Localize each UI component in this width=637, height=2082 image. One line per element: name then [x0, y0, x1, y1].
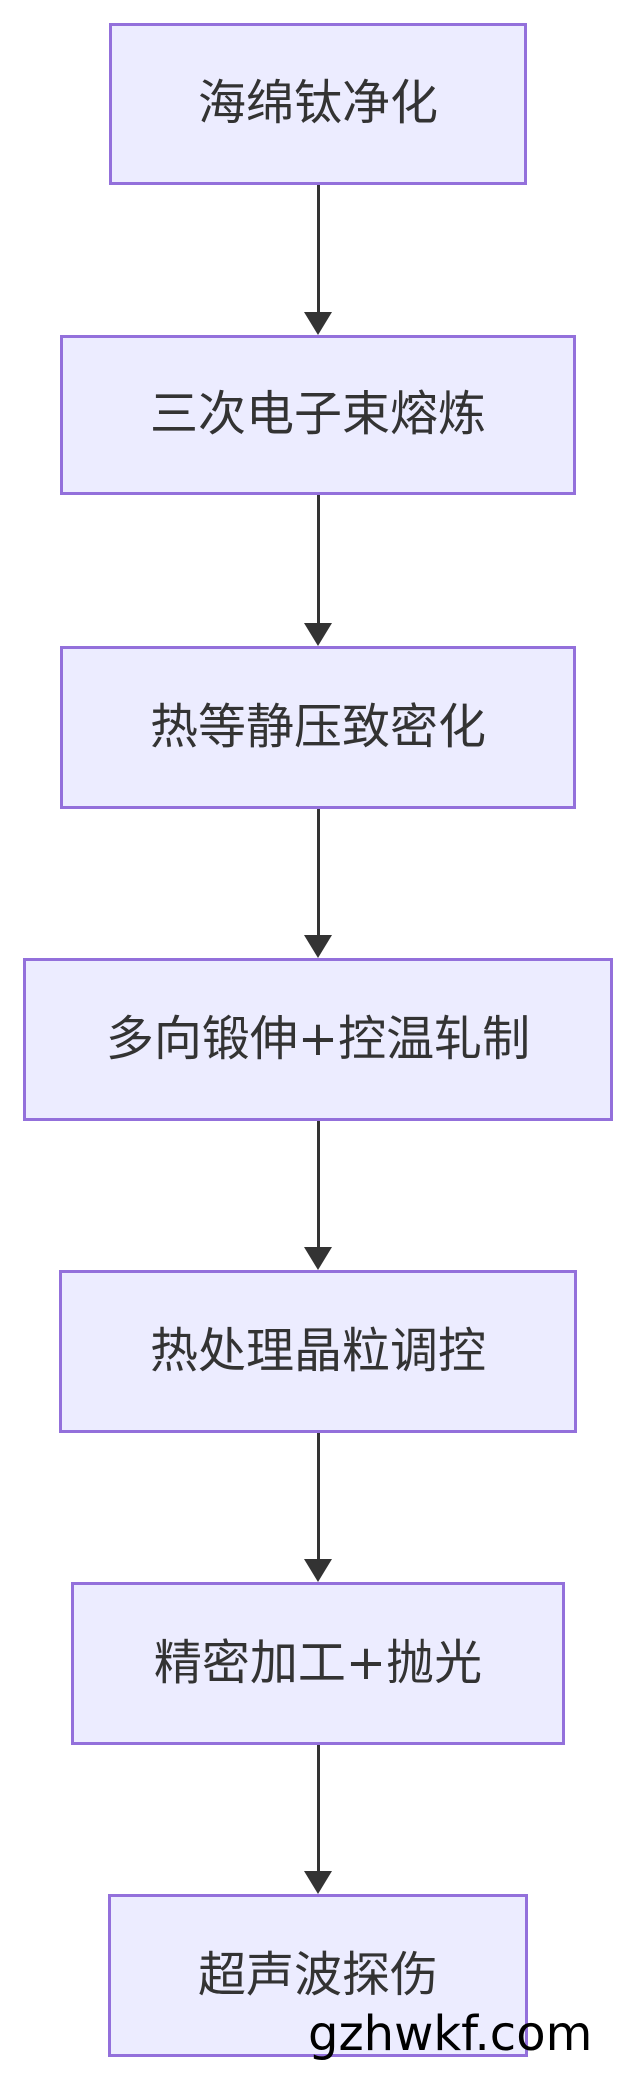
flow-arrow-1 — [304, 185, 332, 335]
flow-node-ultrasonic-flaw-detection: 超声波探伤 — [108, 1894, 528, 2057]
arrowhead-down-icon — [304, 1559, 332, 1582]
arrow-shaft — [316, 1121, 320, 1247]
watermark-text: gzhwkf.com — [308, 2006, 593, 2062]
flow-node-label: 三次电子束熔炼 — [149, 386, 486, 443]
flow-node-label: 超声波探伤 — [197, 1946, 438, 2003]
flow-node-label: 热处理晶粒调控 — [149, 1322, 486, 1379]
flow-arrow-4 — [304, 1121, 332, 1270]
arrow-shaft — [316, 495, 320, 623]
flow-node-sponge-titanium-purification: 海绵钛净化 — [109, 23, 527, 185]
flow-node-label: 多向锻伸+控温轧制 — [105, 1010, 531, 1067]
arrowhead-down-icon — [304, 1247, 332, 1270]
flow-node-label: 热等静压致密化 — [149, 698, 486, 755]
arrow-shaft — [316, 185, 320, 312]
arrow-shaft — [316, 809, 320, 935]
flow-node-heat-treatment-grain-control: 热处理晶粒调控 — [59, 1270, 577, 1433]
flow-arrow-3 — [304, 809, 332, 958]
flow-node-hot-isostatic-pressing-densification: 热等静压致密化 — [60, 646, 576, 809]
arrow-shaft — [316, 1745, 320, 1871]
flow-arrow-5 — [304, 1433, 332, 1582]
arrowhead-down-icon — [304, 312, 332, 335]
flow-node-multidirectional-forging-temp-controlled-rolling: 多向锻伸+控温轧制 — [23, 958, 613, 1121]
arrowhead-down-icon — [304, 623, 332, 646]
flow-node-label: 海绵钛净化 — [197, 75, 438, 132]
flow-node-triple-electron-beam-melting: 三次电子束熔炼 — [60, 335, 576, 495]
arrowhead-down-icon — [304, 1871, 332, 1894]
flow-arrow-2 — [304, 495, 332, 646]
flow-node-label: 精密加工+抛光 — [153, 1634, 483, 1691]
arrowhead-down-icon — [304, 935, 332, 958]
flow-node-precision-machining-polishing: 精密加工+抛光 — [71, 1582, 565, 1745]
arrow-shaft — [316, 1433, 320, 1559]
flow-arrow-6 — [304, 1745, 332, 1894]
